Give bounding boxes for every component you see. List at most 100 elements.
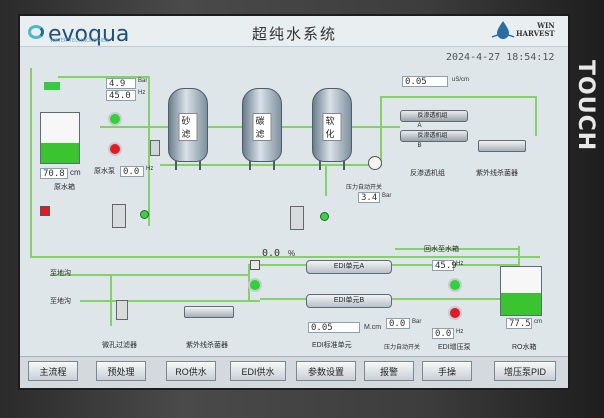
nav-pretreatment-button[interactable]: 预处理	[96, 361, 146, 381]
edi-pressure-unit: Bar	[412, 319, 422, 325]
pipe	[58, 76, 150, 78]
sand-filter[interactable]: 砂滤	[168, 88, 208, 170]
edi-conductivity-unit: M.cm	[364, 324, 382, 331]
edi-unit-b-label: EDI单元B	[333, 297, 365, 304]
sand-filter-label: 砂滤	[178, 113, 198, 141]
softener[interactable]: 软化	[312, 88, 352, 170]
tank-leg	[273, 161, 275, 170]
edi-unit-label: EDI标准单元	[312, 342, 352, 349]
pipe	[30, 68, 32, 258]
drain-label-2: 至地沟	[50, 298, 71, 305]
pipe	[30, 256, 540, 258]
ro-booster-label: 压力自动开关	[346, 185, 383, 191]
ro-membrane-a[interactable]: 反渗透机组A	[400, 110, 468, 129]
micron-filter-label: 微孔过滤器	[102, 342, 137, 349]
logo: evoqua	[48, 22, 130, 47]
pipe	[110, 276, 112, 326]
drain-valve-icon[interactable]	[40, 206, 50, 216]
nav-alarm-button[interactable]: 报警	[364, 361, 414, 381]
ro-membrane-b[interactable]: 反渗透机组B	[400, 130, 468, 149]
ro-group-label: 反渗透机组	[410, 170, 445, 177]
tank-leg	[175, 161, 177, 170]
nav-booster-pid-button[interactable]: 增压泵PID	[494, 361, 556, 381]
dosing-motor-icon[interactable]	[112, 204, 126, 228]
brand-line1: WIN	[537, 21, 555, 30]
edi-uv-label: 紫外线杀菌器	[186, 342, 228, 349]
bottom-nav: 主流程 预处理 RO供水 EDI供水 参数设置 报警 手操 增压泵PID	[20, 356, 568, 388]
pipe	[148, 76, 150, 226]
ro-conductivity-unit: uS/cm	[452, 77, 470, 83]
raw-tank-level-unit: cm	[70, 168, 81, 177]
tank-leg	[319, 161, 321, 170]
softener-label: 软化	[322, 113, 342, 141]
ro-uv-sterilizer[interactable]	[478, 140, 526, 152]
nav-edi-supply-button[interactable]: EDI供水	[230, 361, 286, 381]
raw-tank-level-value[interactable]: 70.8	[40, 168, 68, 179]
logo-subtitle: WATER TECHNOLOGIES	[50, 38, 109, 44]
edi-recovery-unit: %	[288, 249, 296, 258]
ro-uv-label: 紫外线杀菌器	[476, 170, 518, 177]
raw-pump-b-stopped-icon[interactable]	[108, 142, 122, 156]
ro-booster-pressure-unit: Bar	[382, 193, 392, 199]
edi-pump-freq2-value[interactable]: 0.0	[432, 328, 454, 339]
edi-recovery-value: 0.0	[262, 248, 281, 259]
tank-leg	[199, 161, 201, 170]
nav-ro-supply-button[interactable]: RO供水	[166, 361, 216, 381]
edi-uv-sterilizer[interactable]	[184, 306, 234, 318]
raw-freq-value[interactable]: 45.0	[106, 90, 136, 101]
edi-booster-pump-b-icon[interactable]	[448, 306, 462, 320]
edi-conductivity-value[interactable]: 0.05	[308, 322, 360, 333]
ro-pump-motor-icon[interactable]	[290, 206, 304, 230]
edi-pressure-value[interactable]: 0.0	[386, 318, 410, 329]
edi-unit-a[interactable]: EDI单元A	[306, 260, 392, 274]
ro-tank-label: RO水箱	[512, 344, 537, 351]
ro-water-tank[interactable]	[500, 266, 542, 316]
micron-filter-icon[interactable]	[116, 300, 128, 320]
top-bar: evoqua WATER TECHNOLOGIES 超纯水系统 WIN HARV…	[20, 16, 568, 47]
edi-pump-label: EDI增压泵	[438, 344, 471, 351]
edi-pump-freq-value[interactable]: 45.9	[432, 260, 457, 271]
edi-pump-freq-unit: Hz	[456, 261, 464, 267]
nav-main-process-button[interactable]: 主流程	[28, 361, 78, 381]
pipe	[380, 96, 382, 166]
touch-label: TOUCH	[573, 60, 598, 152]
brand-text: WIN HARVEST	[516, 22, 555, 38]
pipe	[80, 300, 260, 302]
brand-line2: HARVEST	[516, 29, 555, 38]
ro-water-level-fill	[501, 293, 541, 315]
raw-freq2-value[interactable]: 0.0	[120, 166, 144, 177]
evoqua-logo-icon	[28, 25, 44, 39]
raw-freq-unit: Hz	[138, 90, 146, 96]
edi-booster-pump-a-icon[interactable]	[448, 278, 462, 292]
pipe	[380, 96, 535, 98]
drain-label-1: 至地沟	[50, 270, 71, 277]
edi-inlet-valve-icon[interactable]	[250, 260, 260, 270]
ro-conductivity-value[interactable]: 0.05	[402, 76, 448, 87]
edi-unit-b[interactable]: EDI单元B	[306, 294, 392, 308]
ro-tank-level-value[interactable]: 77.5	[506, 318, 532, 329]
raw-pressure-unit: Bar	[138, 78, 148, 84]
level-sensor-icon	[44, 82, 60, 90]
status-led-icon	[140, 210, 149, 219]
pipe	[395, 248, 520, 250]
raw-water-level-fill	[41, 143, 79, 163]
carbon-filter[interactable]: 碳滤	[242, 88, 282, 170]
ro-booster-pressure-value[interactable]: 3.4	[358, 192, 380, 203]
edi-pressure-switch-label: 压力自动开关	[384, 345, 421, 351]
edi-feed-pump-icon[interactable]	[248, 278, 262, 292]
pipe	[535, 96, 537, 136]
raw-pressure-value[interactable]: 4.9	[106, 78, 136, 89]
tank-leg	[343, 161, 345, 170]
ro-pump-status-led-icon	[320, 212, 329, 221]
nav-manual-button[interactable]: 手操	[422, 361, 472, 381]
raw-pump-a-running-icon[interactable]	[108, 112, 122, 126]
ro-membrane-b-label: 反渗透机组B	[417, 133, 448, 149]
raw-water-tank[interactable]	[40, 112, 80, 164]
hmi-screen: evoqua WATER TECHNOLOGIES 超纯水系统 WIN HARV…	[18, 14, 570, 390]
nav-parameter-settings-button[interactable]: 参数设置	[296, 361, 356, 381]
pressure-gauge-icon	[368, 156, 382, 170]
pipe	[160, 164, 380, 166]
edi-unit-a-label: EDI单元A	[333, 263, 365, 270]
raw-tank-label: 原水箱	[54, 184, 75, 191]
ro-tank-level-unit: cm	[534, 319, 542, 325]
